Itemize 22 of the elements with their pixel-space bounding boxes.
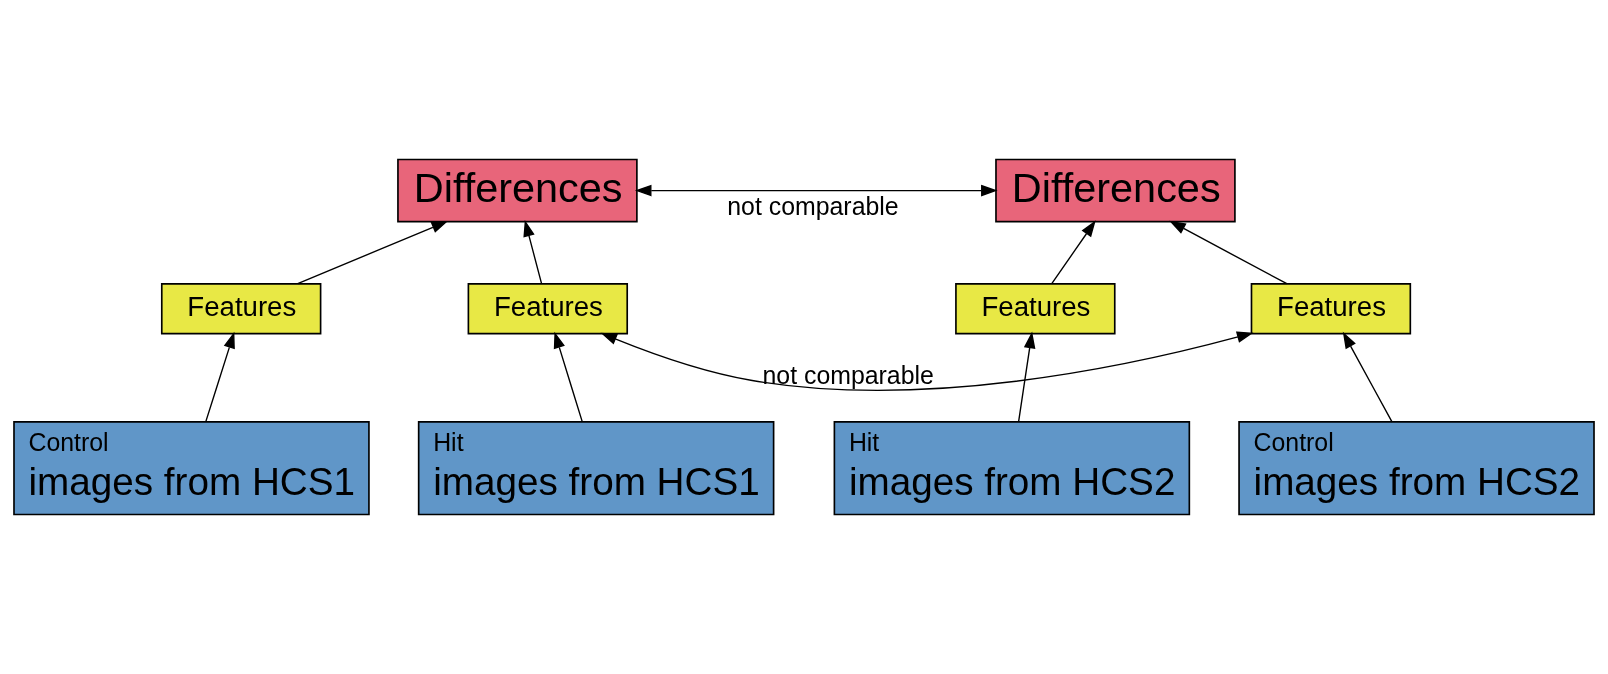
node-box: Hit images from HCS2 [833,421,1191,516]
arrow [205,331,235,423]
node-box: Differences [397,158,638,223]
node-box: Features [955,283,1116,335]
edge-label: not comparable [727,191,899,220]
node-box: Control images from HCS2 [1238,421,1595,516]
node-box: Features [160,283,322,335]
arrow [1017,331,1036,423]
arrow [600,331,1254,391]
node-box: Features [467,283,629,335]
node-box: Control images from HCS1 [13,421,370,516]
node-box: Differences [995,158,1236,223]
arrow [634,184,998,197]
arrow [1051,220,1096,285]
arrow [297,220,449,285]
edge-label: not comparable [762,360,934,389]
arrow [1169,220,1288,285]
arrow [523,220,543,285]
arrow [553,331,583,423]
node-box: Hit images from HCS1 [417,421,775,516]
arrow [1342,331,1393,423]
node-box: Features [1250,283,1412,335]
